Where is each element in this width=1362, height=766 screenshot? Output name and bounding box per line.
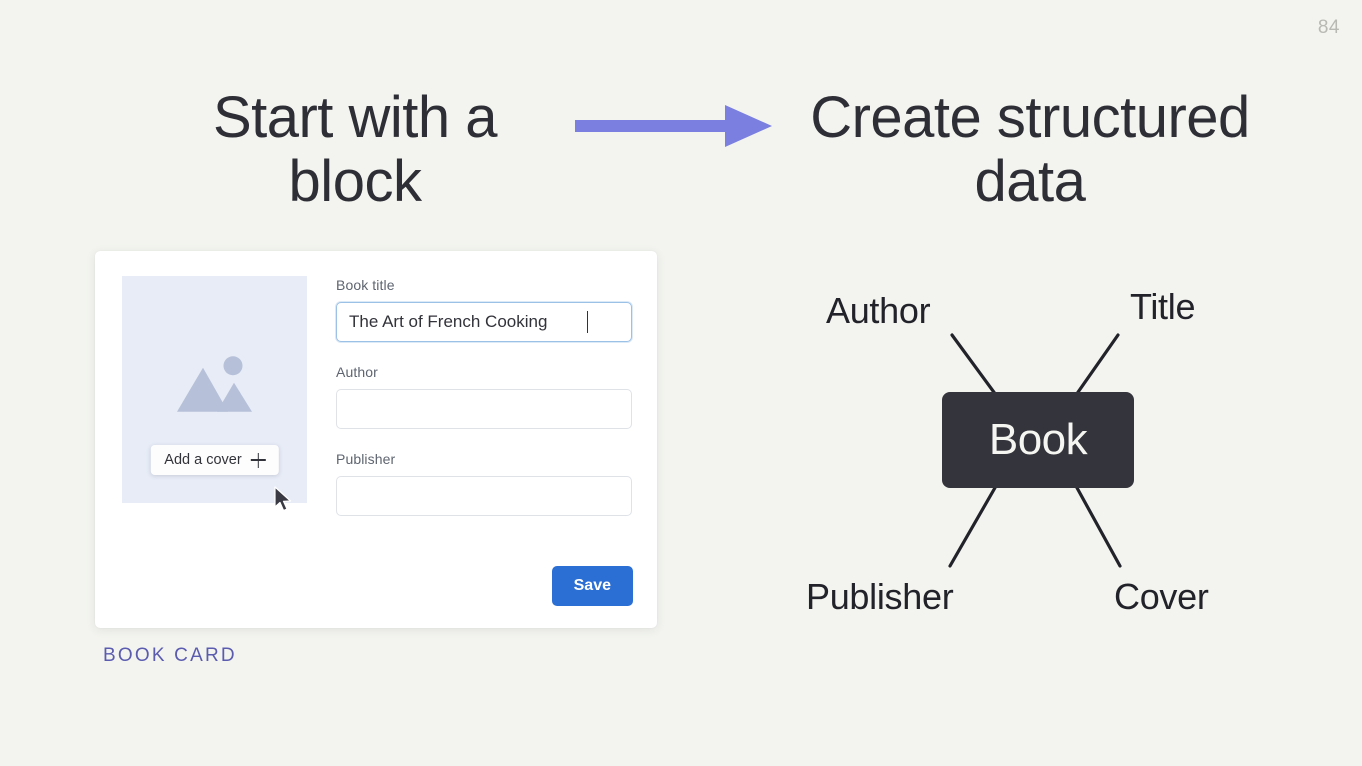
add-cover-button[interactable]: Add a cover [150,445,279,475]
field-group-publisher: Publisher [336,451,633,516]
plus-icon [250,452,266,468]
right-arrow-icon [575,100,773,152]
image-placeholder-icon [173,351,257,417]
publisher-label: Publisher [336,451,396,467]
heading-right: Create structured data [810,85,1250,214]
diagram-label-publisher: Publisher [806,576,954,617]
author-label: Author [336,364,378,380]
diagram-label-author: Author [826,290,931,331]
field-group-book-title: Book title [336,277,633,342]
structured-data-diagram: Author Title Publisher Cover Book [780,270,1260,635]
mouse-cursor-icon [274,486,296,514]
author-input[interactable] [336,389,632,429]
text-caret [586,311,588,333]
diagram-node-book: Book [942,392,1134,488]
book-title-input[interactable] [336,302,632,342]
diagram-label-cover: Cover [1114,576,1209,617]
book-title-label: Book title [336,277,395,293]
card-caption: BOOK CARD [103,645,237,666]
field-group-author: Author [336,364,633,429]
save-button[interactable]: Save [551,566,633,606]
heading-left: Start with a block [212,85,498,214]
diagram-label-title: Title [1130,286,1196,327]
page-number: 84 [1317,17,1340,38]
publisher-input[interactable] [336,476,632,516]
add-cover-label: Add a cover [164,452,242,468]
card-actions: Save [551,566,633,606]
cover-dropzone[interactable]: Add a cover [122,276,307,512]
book-card: Add a cover Book title Author Publisher [95,251,657,628]
book-title-input-wrap [336,302,632,342]
diagram-connectors [948,333,1122,568]
book-form: Book title Author Publisher [336,277,633,537]
diagram-node-book-label: Book [988,415,1088,464]
